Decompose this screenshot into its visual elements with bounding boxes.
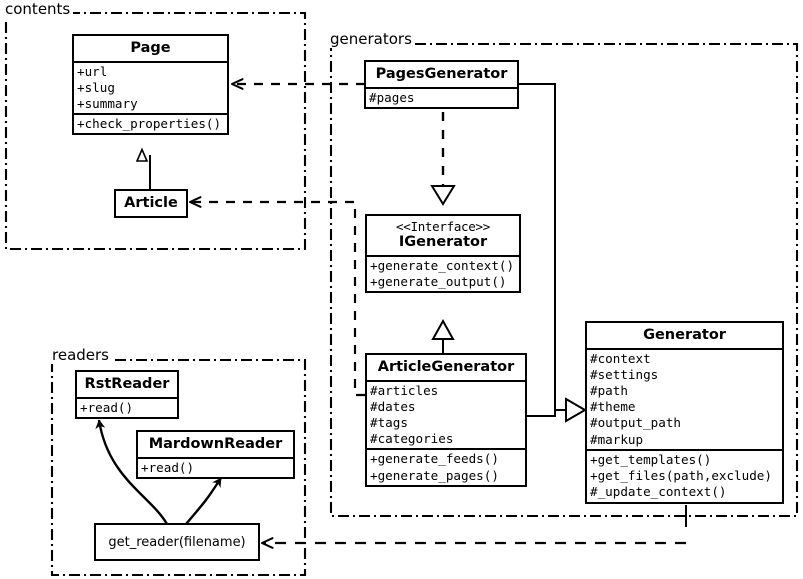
class-markdown-reader[interactable]: MardownReader +read() [136,430,295,479]
class-page[interactable]: Page +url +slug +summary +check_properti… [72,34,229,136]
class-pages-generator-name: PagesGenerator [375,66,508,82]
attribute: +summary [77,96,138,112]
class-article-generator-name: ArticleGenerator [377,359,515,375]
operation: +generate_context() [370,258,515,274]
function-get-reader-label: get_reader(filename) [108,534,246,550]
class-page-attributes: +url +slug +summary [74,60,227,114]
edge-getreader-creates-markdownreader [185,477,223,525]
class-rst-reader-name: RstReader [84,376,170,392]
package-label-readers: readers [51,346,112,364]
operation: #_update_context() [590,484,727,500]
attribute: #pages [369,89,415,105]
class-generator-operations: +get_templates() +get_files(path,exclude… [587,448,782,502]
attribute: +slug [77,79,115,95]
class-generator[interactable]: Generator #context #settings #path #them… [585,321,784,504]
attribute: #categories [370,431,454,447]
class-igenerator-title: IGenerator [398,234,488,251]
attribute: #articles [370,382,439,398]
edge-generator-inheritance-head [565,397,587,423]
attribute: #context [590,350,651,366]
operation: +read() [141,459,195,475]
class-markdown-reader-operations: +read() [138,456,293,477]
operation: +check_properties() [77,116,222,132]
edge-articlegenerator-extends-generator [527,410,556,417]
attribute: #path [590,383,628,399]
operation: +get_files(path,exclude) [590,468,772,484]
class-igenerator[interactable]: <<Interface>> IGenerator +generate_conte… [365,214,521,294]
class-generator-name: Generator [643,327,726,343]
attribute: #theme [590,399,636,415]
class-markdown-reader-name: MardownReader [148,436,283,452]
attribute: #markup [590,431,644,447]
class-rst-reader[interactable]: RstReader +read() [75,370,179,419]
class-pages-generator[interactable]: PagesGenerator #pages [364,60,519,109]
class-page-name: Page [130,40,171,56]
package-label-contents: contents [4,0,74,18]
class-article-generator-operations: +generate_feeds() +generate_pages() [367,448,525,484]
package-label-generators: generators [329,30,415,48]
class-article-generator[interactable]: ArticleGenerator #articles #dates #tags … [365,353,527,487]
attribute: #tags [370,415,408,431]
function-get-reader[interactable]: get_reader(filename) [94,523,260,561]
operation: +get_templates() [590,451,712,467]
class-igenerator-stereotype: <<Interface>> [396,219,490,234]
edge-pagesgenerator-implements-igenerator-head [430,185,456,206]
attribute: #settings [590,366,659,382]
edge-articlegenerator-extends-igenerator-head [431,318,455,340]
class-page-operations: +check_properties() [74,113,227,133]
edge-articlegenerator-uses-article [189,196,365,397]
attribute: +url [77,63,108,79]
attribute: #output_path [590,415,681,431]
class-pages-generator-attributes: #pages [366,86,517,107]
class-article-name: Article [124,195,178,211]
class-igenerator-operations: +generate_context() +generate_output() [367,255,519,291]
operation: +generate_pages() [370,467,499,483]
operation: +read() [80,399,134,415]
attribute: #dates [370,398,416,414]
class-article[interactable]: Article [114,189,188,218]
class-generator-attributes: #context #settings #path #theme #output_… [587,347,782,449]
class-igenerator-name: <<Interface>> IGenerator [367,216,519,255]
operation: +generate_feeds() [370,451,499,467]
operation: +generate_output() [370,274,507,290]
class-article-generator-attributes: #articles #dates #tags #categories [367,379,525,449]
class-rst-reader-operations: +read() [77,396,177,417]
